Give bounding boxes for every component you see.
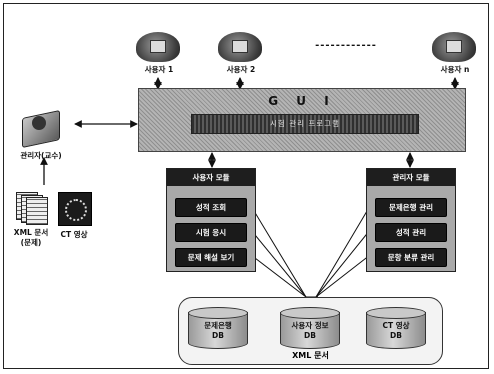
ct-image-icon[interactable] bbox=[58, 192, 92, 226]
users-ellipsis: ------------ bbox=[300, 40, 392, 51]
user-info-db-icon[interactable]: 사용자 정보 DB bbox=[280, 307, 340, 349]
menu-item-question-bank-mgmt[interactable]: 문제은행 관리 bbox=[375, 198, 447, 217]
user-module-title: 사용자 모듈 bbox=[167, 169, 255, 186]
db-name: 문제은행 bbox=[188, 321, 248, 331]
xml-doc-label-line2: (문제) bbox=[8, 237, 54, 248]
question-bank-db-icon[interactable]: 문제은행 DB bbox=[188, 307, 248, 349]
user-1-label: 사용자 1 bbox=[136, 64, 182, 75]
db-type: DB bbox=[366, 331, 426, 341]
admin-label: 관리자(교수) bbox=[10, 150, 72, 161]
user-monitor-icon[interactable] bbox=[218, 32, 262, 62]
db-name: 사용자 정보 bbox=[280, 321, 340, 331]
menu-item-question-category-mgmt[interactable]: 문항 분류 관리 bbox=[375, 248, 447, 267]
user-monitor-icon[interactable] bbox=[432, 32, 476, 62]
user-monitor-icon[interactable] bbox=[136, 32, 180, 62]
admin-module: 관리자 모듈 문제은행 관리 성적 관리 문항 분류 관리 bbox=[366, 168, 456, 272]
user-2-label: 사용자 2 bbox=[218, 64, 264, 75]
db-type: DB bbox=[280, 331, 340, 341]
menu-item-view-explanation[interactable]: 문제 해설 보기 bbox=[175, 248, 247, 267]
ct-image-db-icon[interactable]: CT 영상 DB bbox=[366, 307, 426, 349]
user-n-label: 사용자 n bbox=[432, 64, 478, 75]
menu-item-grade-mgmt[interactable]: 성적 관리 bbox=[375, 223, 447, 242]
module-db-links bbox=[251, 206, 370, 297]
user-module: 사용자 모듈 성적 조회 시험 응시 문제 해설 보기 bbox=[166, 168, 256, 272]
gui-layer[interactable]: G U I 시험 관리 프로그램 bbox=[138, 88, 466, 152]
db-type: DB bbox=[188, 331, 248, 341]
xml-db-caption: XML 문서 bbox=[178, 350, 443, 361]
ct-image-label: CT 영상 bbox=[52, 229, 96, 240]
menu-item-take-exam[interactable]: 시험 응시 bbox=[175, 223, 247, 242]
admin-computer-icon[interactable] bbox=[18, 110, 64, 146]
gui-title: G U I bbox=[139, 94, 465, 108]
db-name: CT 영상 bbox=[366, 321, 426, 331]
admin-module-title: 관리자 모듈 bbox=[367, 169, 455, 186]
xml-document-icon[interactable] bbox=[16, 192, 46, 222]
menu-item-grade-view[interactable]: 성적 조회 bbox=[175, 198, 247, 217]
gui-program-bar[interactable]: 시험 관리 프로그램 bbox=[191, 114, 419, 134]
